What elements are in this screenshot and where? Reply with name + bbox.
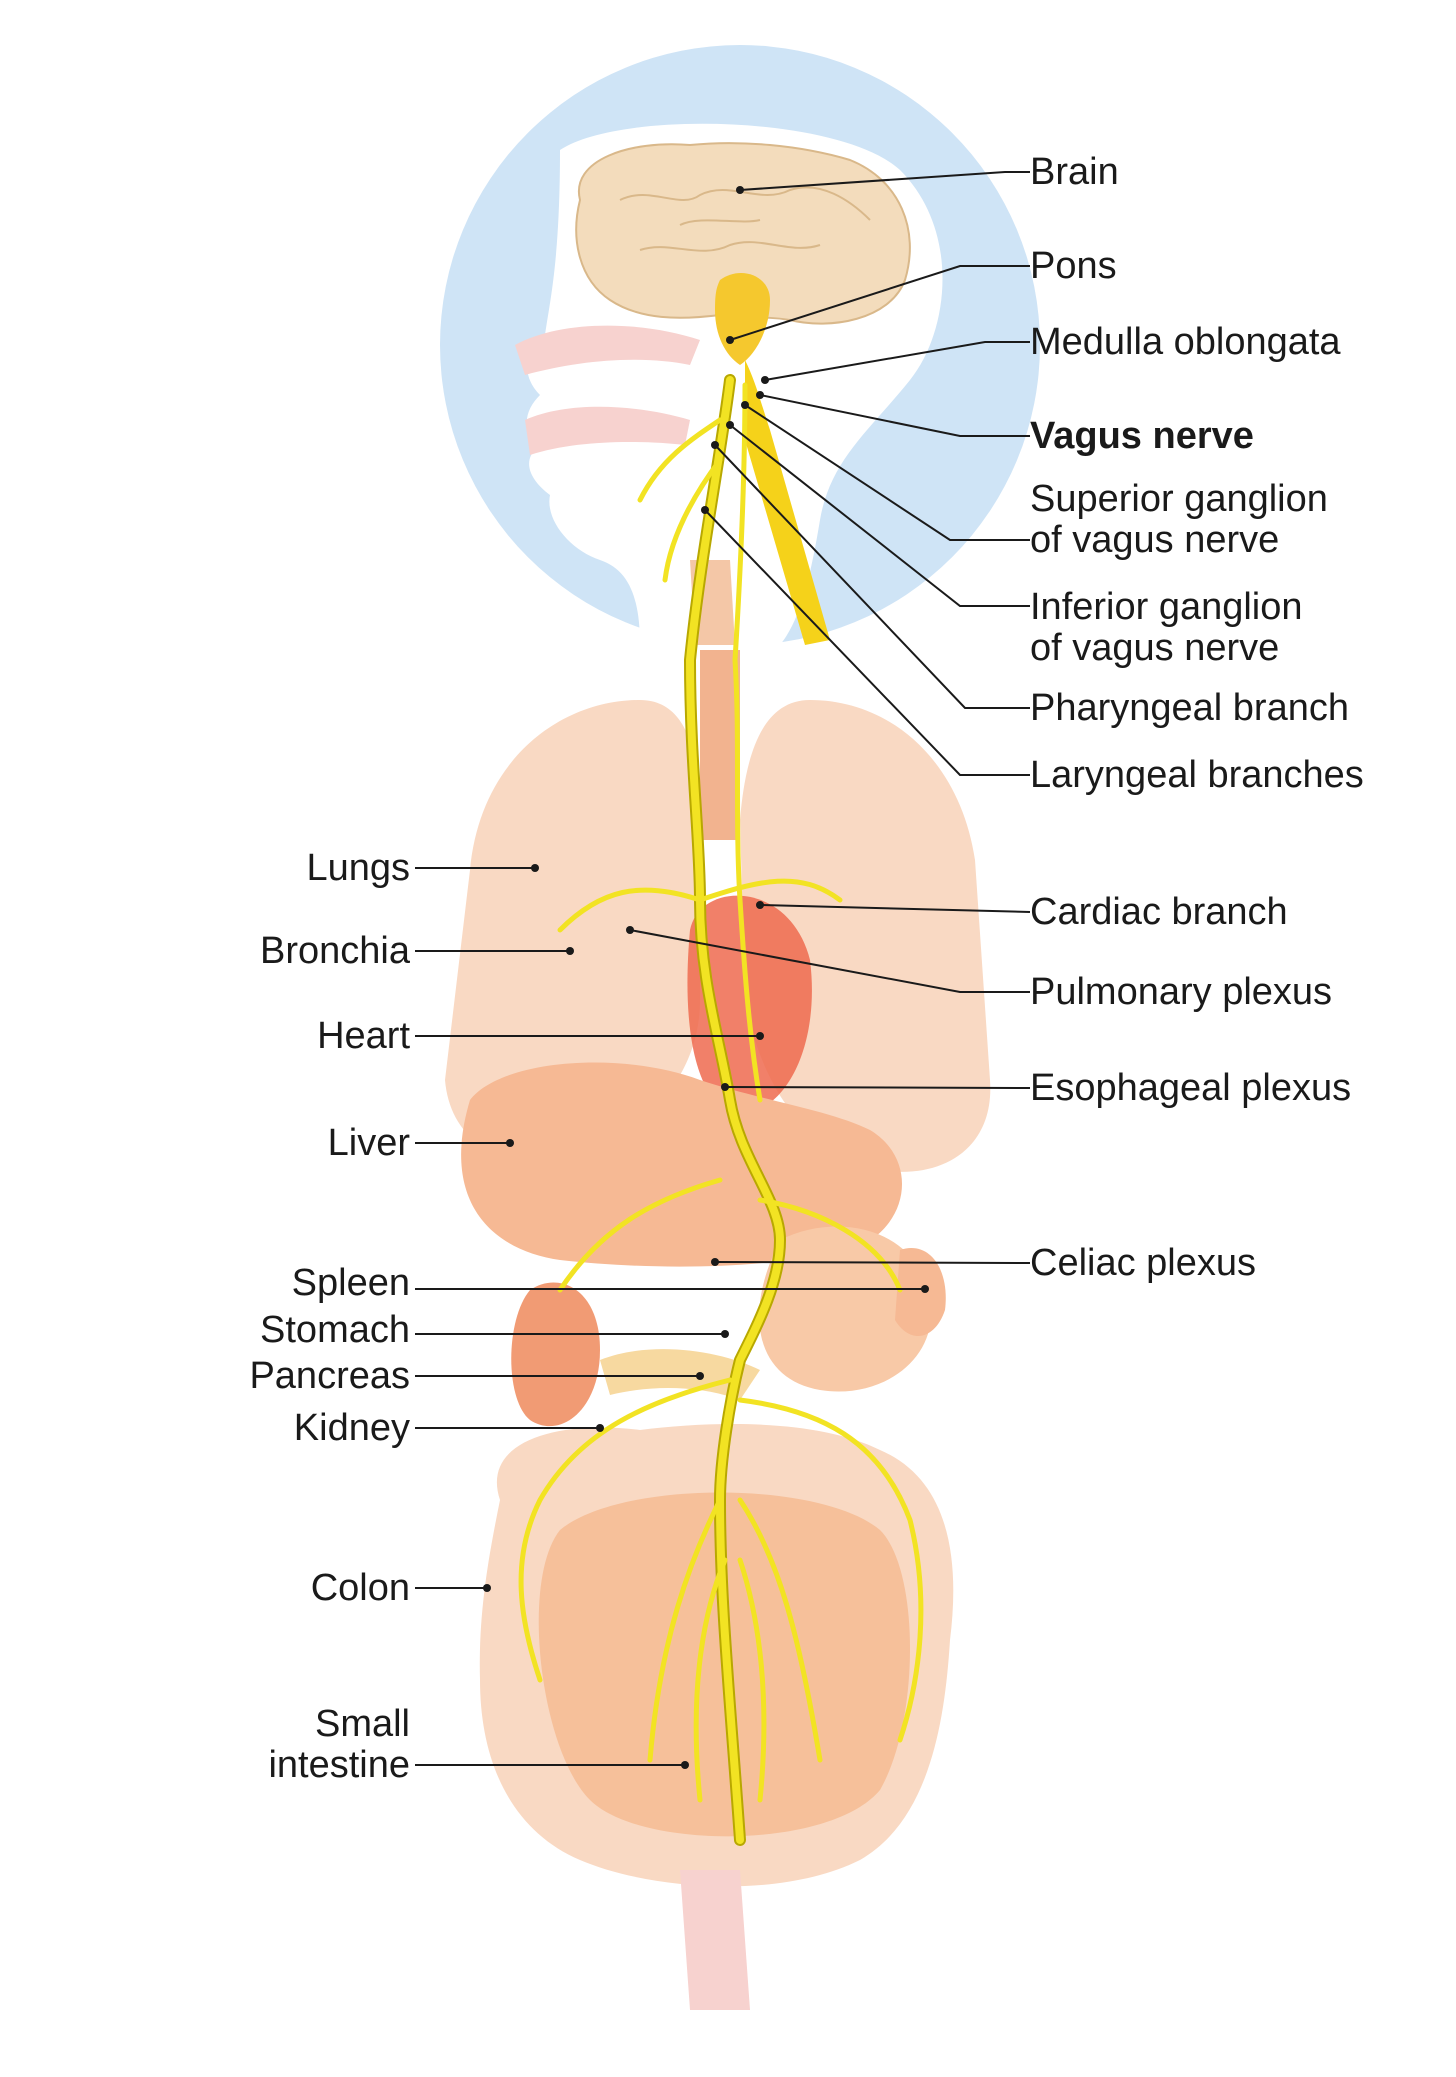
- leader-brain: [739, 171, 1030, 191]
- liver: [461, 1062, 903, 1267]
- leader-pharyngeal: [714, 444, 1030, 709]
- label-medulla-oblongata: Medulla oblongata: [1030, 321, 1341, 363]
- label-laryngeal-branches: Laryngeal branches: [1030, 754, 1364, 796]
- label-liver: Liver: [327, 1122, 410, 1164]
- brainstem: [745, 360, 830, 645]
- label-lungs: Lungs: [306, 847, 410, 889]
- label-inferior-ganglion-line1: Inferior ganglion: [1030, 586, 1303, 628]
- label-spleen: Spleen: [291, 1262, 410, 1304]
- leader-pulmonary: [629, 929, 1030, 993]
- vagus-nerve-paths: [518, 374, 924, 1846]
- leader-pons: [729, 265, 1030, 341]
- label-stomach: Stomach: [260, 1309, 410, 1351]
- label-heart: Heart: [317, 1015, 410, 1057]
- label-small-intestine-line1: Small: [314, 1703, 410, 1745]
- lungs: [445, 700, 991, 1172]
- brain-gyri: [619, 186, 871, 252]
- nasal-cavity: [515, 325, 700, 375]
- leader-lines-right: [626, 171, 1031, 1266]
- pancreas: [600, 1349, 760, 1400]
- leader-superior-ganglion: [744, 404, 1030, 541]
- label-inferior-ganglion-line2: of vagus nerve: [1030, 627, 1280, 669]
- brain: [575, 142, 911, 325]
- rectum: [680, 1870, 750, 2010]
- label-kidney: Kidney: [293, 1407, 410, 1449]
- leader-cardiac: [759, 904, 1031, 913]
- leader-inferior-ganglion: [729, 424, 1030, 607]
- label-colon: Colon: [310, 1567, 410, 1609]
- label-pharyngeal-branch: Pharyngeal branch: [1030, 687, 1349, 729]
- torso-illustration: [445, 650, 991, 2010]
- label-superior-ganglion-line1: Superior ganglion: [1030, 478, 1328, 520]
- leader-laryngeal: [704, 509, 1030, 776]
- label-bronchia: Bronchia: [260, 930, 410, 972]
- label-vagus-nerve: Vagus nerve: [1030, 415, 1254, 457]
- kidney: [511, 1282, 600, 1427]
- leader-lines-left: [415, 864, 929, 1769]
- label-pulmonary-plexus: Pulmonary plexus: [1030, 971, 1333, 1013]
- trachea: [700, 650, 740, 840]
- label-superior-ganglion-line2: of vagus nerve: [1030, 519, 1280, 561]
- leader-esophageal: [724, 1086, 1031, 1089]
- label-celiac-plexus: Celiac plexus: [1030, 1242, 1256, 1284]
- label-small-intestine-line2: intestine: [268, 1744, 410, 1786]
- label-pons: Pons: [1030, 245, 1117, 287]
- leader-medulla: [764, 341, 1030, 381]
- label-cardiac-branch: Cardiac branch: [1030, 891, 1288, 933]
- leader-celiac: [714, 1261, 1031, 1264]
- spleen: [895, 1248, 946, 1337]
- oral-cavity: [525, 406, 690, 455]
- leader-vagus: [759, 394, 1030, 437]
- label-esophageal-plexus: Esophageal plexus: [1030, 1067, 1352, 1109]
- label-pancreas: Pancreas: [249, 1355, 410, 1397]
- label-brain: Brain: [1030, 151, 1119, 193]
